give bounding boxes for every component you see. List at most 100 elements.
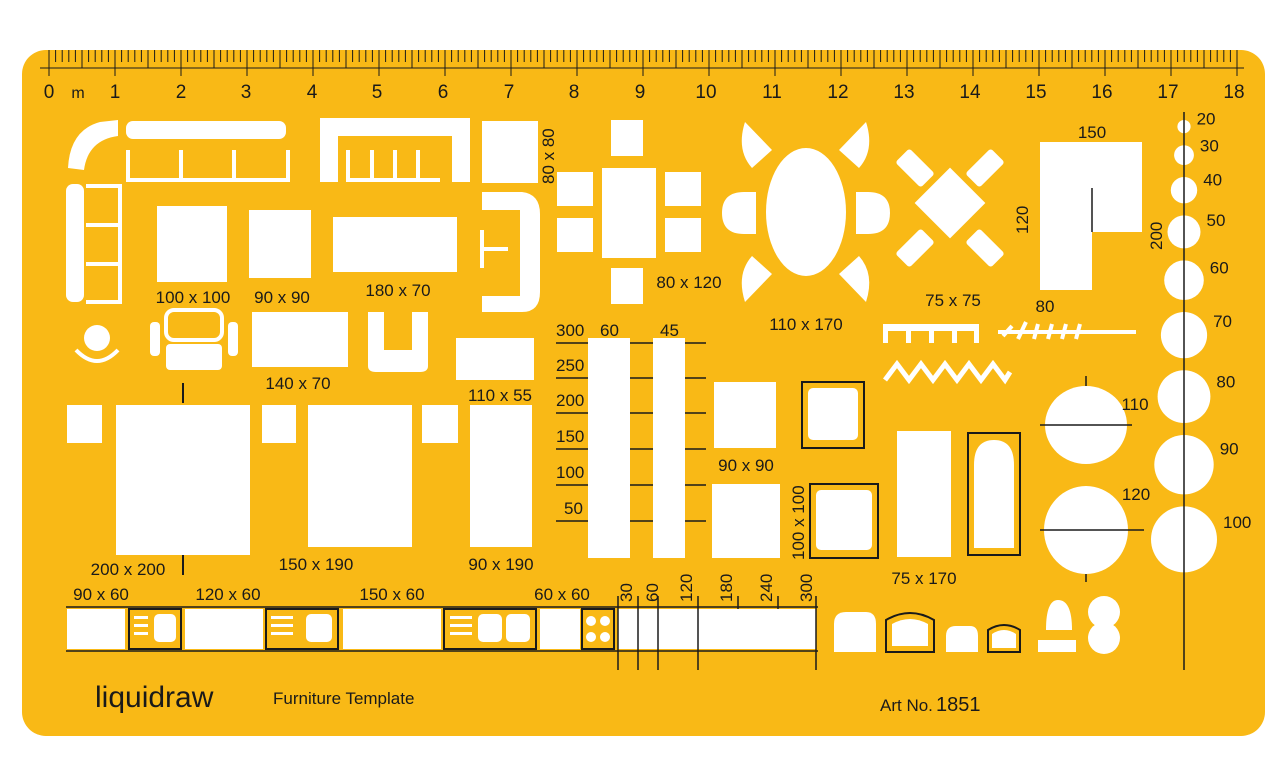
cabinet-90x90-cutout: [714, 382, 776, 448]
ruler-unit: m: [71, 85, 84, 102]
bed-90x190-cutout: [470, 405, 532, 547]
label-150x190: 150 x 190: [279, 555, 354, 574]
counter-scale-30: 30: [617, 583, 636, 602]
wardrobe-top-45: 45: [660, 321, 679, 340]
dining-set-80x120-cutout: [557, 120, 701, 304]
counter-150x60-cutout: [343, 609, 441, 649]
round-table-110-cutout: [1040, 376, 1132, 464]
sink-unit-cutout: [265, 608, 339, 650]
label-80x120: 80 x 120: [656, 273, 721, 292]
wardrobe-60-cutout: [588, 338, 630, 558]
label-75x170: 75 x 170: [891, 569, 956, 588]
wardrobe-height-50: 50: [564, 499, 583, 518]
armchair-round-cutout: [74, 325, 120, 363]
nightstand-cutout: [422, 405, 458, 443]
label-180x70: 180 x 70: [365, 281, 430, 300]
brand-logo-text: liquidraw: [95, 681, 214, 714]
ruler-label-16: 16: [1091, 82, 1112, 103]
wardrobe-top-60: 60: [600, 321, 619, 340]
table-140x70-cutout: [252, 312, 348, 367]
label-90x90: 90 x 90: [254, 288, 310, 307]
counter-scale-120: 120: [677, 574, 696, 602]
label-90x60: 90 x 60: [73, 585, 129, 604]
sink-unit-cutout: [128, 608, 182, 650]
bed-150x190-cutout: [308, 405, 412, 547]
ruler-label-0: 0: [44, 82, 55, 103]
hob-cutout: [581, 608, 615, 650]
label-circle-120: 120: [1122, 485, 1150, 504]
ruler-label-5: 5: [372, 82, 383, 103]
counter-300-cutout: [618, 609, 816, 649]
label-75x75: 75 x 75: [925, 291, 981, 310]
label-80x80: 80 x 80: [539, 128, 558, 184]
oval-dining-set-cutout: [722, 122, 890, 302]
counter-scale-300: 300: [797, 574, 816, 602]
bathroom-fixtures-cutouts: [834, 596, 1120, 654]
u-chair-cutout: [368, 312, 428, 372]
label-150x60: 150 x 60: [359, 585, 424, 604]
label-110x55: 110 x 55: [468, 386, 532, 405]
counter-scale-180: 180: [717, 574, 736, 602]
ruler-label-1: 1: [110, 82, 121, 103]
label-corner-80: 80: [1036, 297, 1055, 316]
ruler-label-8: 8: [569, 82, 580, 103]
wardrobe-scale: 300 60 45 250 200 150 100 50: [556, 321, 706, 558]
corner-unit-cutout: [1040, 142, 1142, 290]
counter-120x60-cutout: [185, 609, 263, 649]
label-110x170: 110 x 170: [769, 315, 842, 334]
label-100x100: 100 x 100: [156, 288, 231, 307]
u-sofa-cutout: [320, 118, 470, 182]
ruler-label-15: 15: [1025, 82, 1046, 103]
label-140x70: 140 x 70: [265, 374, 330, 393]
ruler-label-17: 17: [1157, 82, 1178, 103]
ruler-label-12: 12: [827, 82, 848, 103]
circle-label-40: 40: [1203, 171, 1222, 190]
ruler-label-10: 10: [695, 82, 716, 103]
label-circle-110: 110: [1121, 395, 1148, 414]
sofa-180x70-cutout: [333, 217, 457, 272]
label-90x190: 90 x 190: [468, 555, 533, 574]
bathtub-cutout: [967, 432, 1021, 556]
label-90x90-cabinet: 90 x 90: [718, 456, 774, 475]
label-60x60: 60 x 60: [534, 585, 590, 604]
square-80x80-cutout: [482, 121, 538, 183]
counter-scale-240: 240: [757, 574, 776, 602]
ruler-label-9: 9: [635, 82, 646, 103]
ruler-labels: 0 m 1 2 3 4 5 6 7 8 9 10 11 12 13 14 15 …: [44, 82, 1245, 103]
counter-scale: 30 60 120 180 240 300: [617, 574, 817, 670]
counter-60x60-cutout: [540, 609, 580, 649]
counter-scale-60: 60: [643, 583, 662, 602]
double-sink-cutout: [443, 608, 537, 650]
cabinet-100x100-cutout: [712, 484, 780, 558]
ruler-label-11: 11: [762, 82, 782, 103]
armchair-cutout: [150, 308, 238, 370]
circle-label-20: 20: [1197, 109, 1216, 128]
label-corner-120: 120: [1013, 206, 1032, 234]
armchair-large-cutout: [809, 483, 879, 559]
ruler-label-18: 18: [1223, 82, 1244, 103]
liquidraw-logo: liquidraw: [95, 681, 214, 714]
label-corner-150: 150: [1078, 123, 1106, 142]
door-symbol-cutouts: [883, 321, 1136, 385]
circle-label-70: 70: [1213, 312, 1232, 331]
circle-label-90: 90: [1220, 439, 1239, 458]
label-200x200: 200 x 200: [91, 560, 166, 579]
circle-label-50: 50: [1207, 211, 1226, 230]
corner-sofa-cutout: [66, 120, 122, 304]
circle-label-100: 100: [1223, 513, 1251, 532]
bath-75x170-cutout: [897, 431, 951, 557]
nightstand-cutout: [67, 405, 102, 443]
ruler-label-13: 13: [893, 82, 914, 103]
ruler-label-14: 14: [959, 82, 981, 103]
ruler-label-7: 7: [504, 82, 515, 103]
ruler-ticks: [40, 50, 1244, 76]
round-table-120-cutout: [1040, 486, 1144, 582]
wardrobe-45-cutout: [653, 338, 685, 558]
wardrobe-height-250: 250: [556, 356, 584, 375]
wardrobe-height-150: 150: [556, 427, 584, 446]
art-number-value: 1851: [936, 694, 981, 716]
ruler-label-4: 4: [307, 82, 318, 103]
label-120x60: 120 x 60: [195, 585, 260, 604]
table-100x100-cutout: [157, 206, 227, 282]
